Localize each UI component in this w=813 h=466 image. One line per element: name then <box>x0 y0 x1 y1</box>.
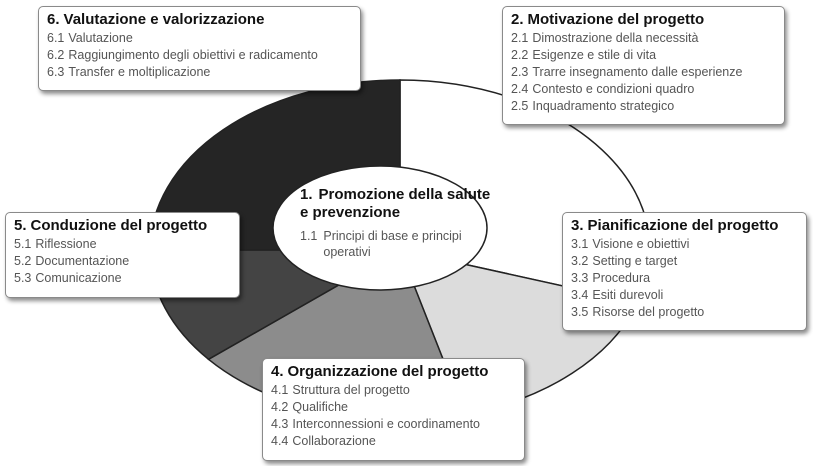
item-text: Comunicazione <box>35 271 122 285</box>
item-text: Collaborazione <box>292 434 376 448</box>
center-item-text: Principi di base e principi operativi <box>323 229 462 259</box>
section-title-text: Organizzazione del progetto <box>287 363 489 380</box>
center-item: 1.1 Principi di base e principi operativi <box>300 228 500 260</box>
item-text: Transfer e moltiplicazione <box>68 65 211 79</box>
item-text: Raggiungimento degli obiettivi e radicam… <box>68 48 318 62</box>
center-number: 1. <box>300 186 313 203</box>
item-text: Esigenze e stile di vita <box>532 48 657 62</box>
item-number: 4.2 <box>271 400 289 414</box>
item-number: 2.4 <box>511 82 529 96</box>
section-number: 4. <box>271 363 284 380</box>
item-number: 2.2 <box>511 48 529 62</box>
section-number: 3. <box>571 217 584 234</box>
item-number: 3.5 <box>571 305 589 319</box>
item-text: Trarre insegnamento dalle esperienze <box>532 65 743 79</box>
item-number: 6.3 <box>47 65 65 79</box>
item-text: Qualifiche <box>292 400 348 414</box>
item-text: Riflessione <box>35 237 97 251</box>
center-item-number: 1.1 <box>300 229 318 243</box>
item-text: Documentazione <box>35 254 130 268</box>
item-number: 4.1 <box>271 383 289 397</box>
item-number: 3.3 <box>571 271 589 285</box>
section-number: 5. <box>14 217 27 234</box>
item-text: Struttura del progetto <box>292 383 410 397</box>
item-number: 2.3 <box>511 65 529 79</box>
center-ellipse <box>272 165 488 291</box>
section-title: 2.Motivazione del progetto <box>511 11 776 28</box>
section-title-text: Motivazione del progetto <box>527 11 705 28</box>
item-text: Setting e target <box>592 254 678 268</box>
item-number: 2.5 <box>511 99 529 113</box>
item-text: Risorse del progetto <box>592 305 705 319</box>
section-title: 6.Valutazione e valorizzazione <box>47 11 352 28</box>
section-title-text: Conduzione del progetto <box>30 217 208 234</box>
item-number: 5.1 <box>14 237 32 251</box>
item-number: 2.1 <box>511 31 529 45</box>
item-text: Interconnessioni e coordinamento <box>292 417 481 431</box>
item-number: 5.3 <box>14 271 32 285</box>
section-number: 2. <box>511 11 524 28</box>
item-number: 6.1 <box>47 31 65 45</box>
item-text: Visione e obiettivi <box>592 237 690 251</box>
center-title-text: Promozione della salute e prevenzione <box>300 186 491 221</box>
section-title-text: Valutazione e valorizzazione <box>63 11 265 28</box>
item-text: Contesto e condizioni quadro <box>532 82 695 96</box>
item-text: Esiti durevoli <box>592 288 664 302</box>
item-text: Valutazione <box>68 31 133 45</box>
item-text: Inquadramento strategico <box>532 99 675 113</box>
item-text: Dimostrazione della necessità <box>532 31 699 45</box>
center-title: 1.Promozione della salute e prevenzione <box>300 186 500 222</box>
section-title: 4.Organizzazione del progetto <box>271 363 516 380</box>
item-number: 6.2 <box>47 48 65 62</box>
section-title: 5.Conduzione del progetto <box>14 217 231 234</box>
item-number: 5.2 <box>14 254 32 268</box>
item-number: 4.4 <box>271 434 289 448</box>
section-title: 3.Pianificazione del progetto <box>571 217 798 234</box>
item-number: 4.3 <box>271 417 289 431</box>
section-number: 6. <box>47 11 60 28</box>
section-title-text: Pianificazione del progetto <box>587 217 779 234</box>
item-number: 3.1 <box>571 237 589 251</box>
item-number: 3.4 <box>571 288 589 302</box>
center-topic: 1.Promozione della salute e prevenzione … <box>300 186 500 260</box>
item-text: Procedura <box>592 271 651 285</box>
item-number: 3.2 <box>571 254 589 268</box>
